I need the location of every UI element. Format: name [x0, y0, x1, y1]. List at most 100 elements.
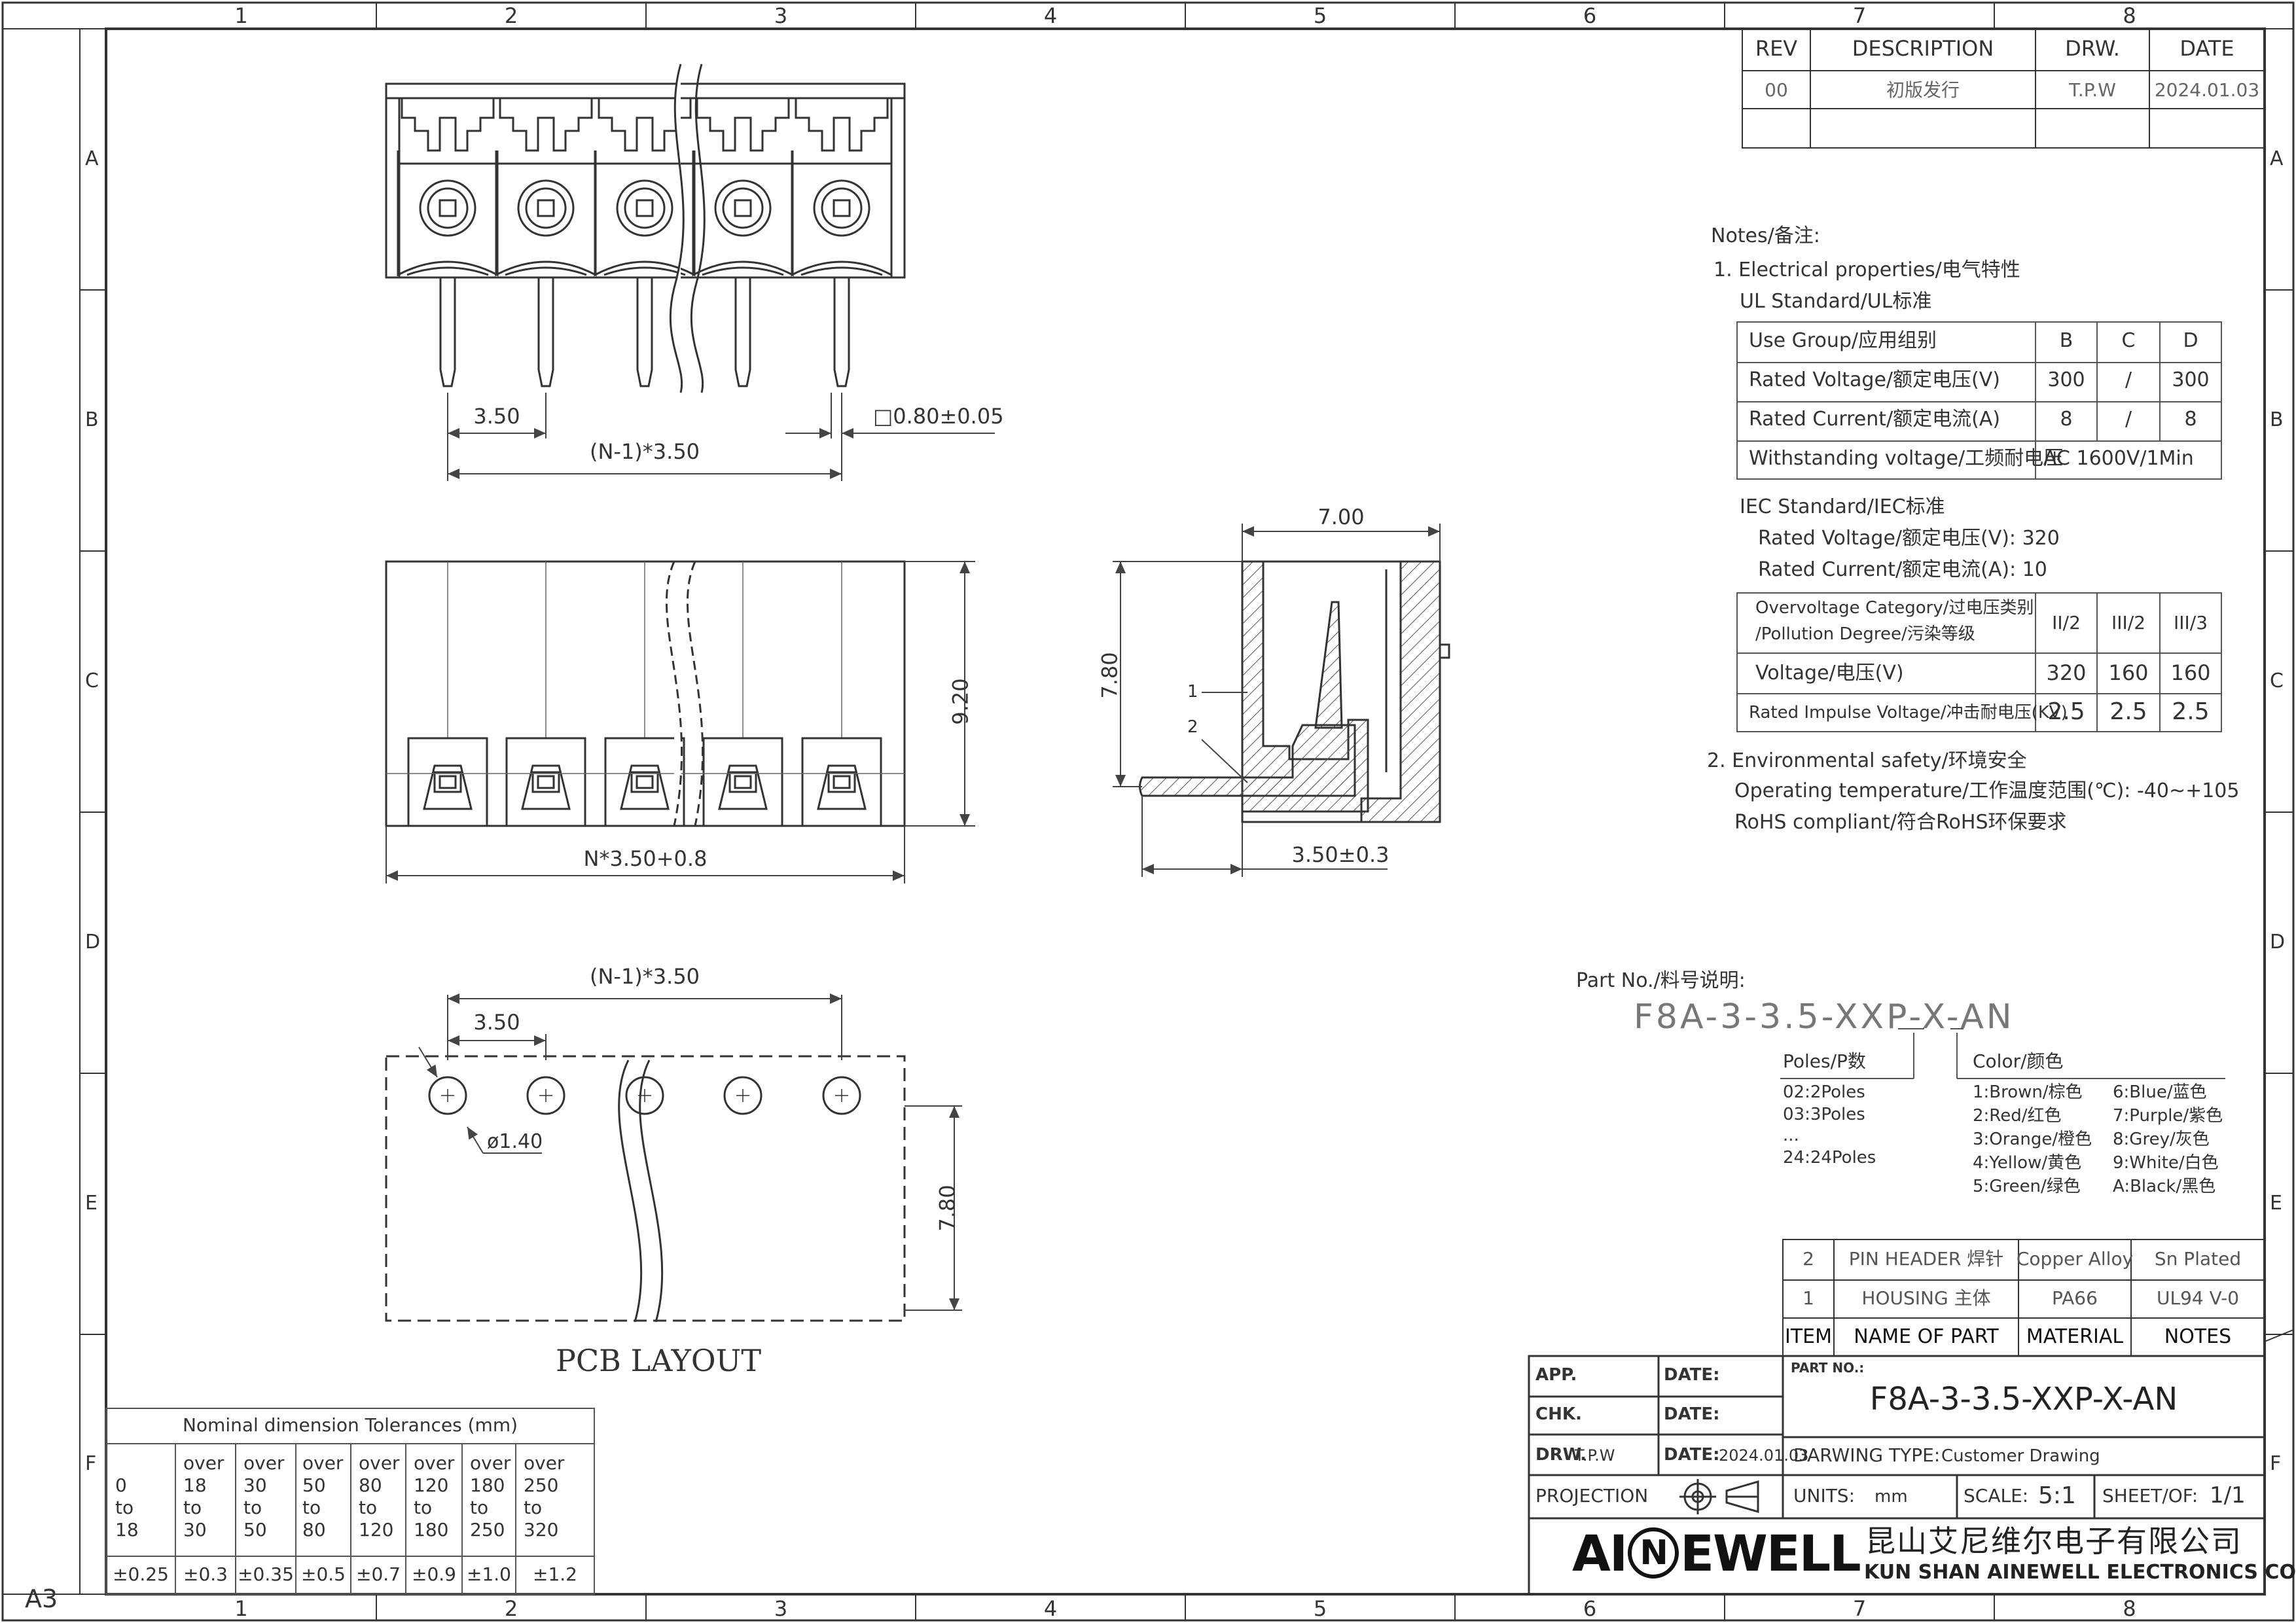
column-label-bottom: 5 [1313, 1596, 1327, 1621]
ul-table-grid [1736, 321, 2222, 480]
revision-cell: 00 [1765, 79, 1788, 101]
iec-row-label: Rated Impulse Voltage/冲击耐电压(KV) [1749, 703, 2068, 722]
column-label-top: 5 [1313, 3, 1327, 28]
screw-outer [813, 179, 870, 237]
side-offset-dimension: 3.50±0.3 [1291, 842, 1390, 867]
revision-cell: 2024.01.03 [2154, 79, 2260, 101]
bom-cell: PIN HEADER 焊针 [1848, 1248, 2004, 1270]
terminal-pole [791, 98, 893, 277]
tolerance-range: 250 [470, 1519, 505, 1541]
chk-label: CHK. [1535, 1404, 1582, 1424]
screw-head [636, 199, 654, 217]
screw-head [734, 199, 752, 217]
row-label-right: D [2270, 930, 2286, 954]
ul-cell: B [2059, 329, 2073, 352]
bom-cell: 2 [1803, 1248, 1814, 1270]
part-no-label: PART NO.: [1791, 1360, 1865, 1376]
pin [833, 277, 850, 387]
pcb-dimensions [418, 993, 962, 1311]
tolerance-range: 18 [183, 1474, 207, 1496]
sheet-size-label: A3 [25, 1584, 58, 1613]
iec-rated-current: Rated Current/额定电流(A): 10 [1758, 558, 2047, 581]
wire-slot [407, 737, 488, 827]
pole-body [495, 151, 597, 277]
tolerance-value: ±0.3 [183, 1563, 228, 1585]
tolerance-range: over [183, 1452, 224, 1474]
bom-table-grid [1782, 1239, 2294, 1357]
hole-outline [526, 1076, 565, 1115]
tolerance-range: 80 [359, 1474, 382, 1496]
hole-diameter-dimension: ø1.40 [487, 1130, 543, 1153]
row-label-right: C [2270, 669, 2284, 692]
slot-outline [801, 737, 882, 827]
part-no-code: F8A-3-3.5-XXP-X-AN [1634, 997, 2015, 1037]
pole-groove [603, 266, 686, 276]
tolerance-title: Nominal dimension Tolerances (mm) [182, 1414, 518, 1436]
tolerance-range: over [470, 1452, 511, 1474]
date-label-drw: DATE: [1664, 1445, 1720, 1465]
company-logo: AI N EWELL [1572, 1524, 1861, 1582]
revision-header: DESCRIPTION [1852, 36, 1994, 61]
screw-outer [616, 179, 673, 237]
app-label: APP. [1535, 1365, 1577, 1385]
logo-text-left: AI [1572, 1524, 1628, 1582]
color-item: 5:Green/绿色 [1973, 1177, 2081, 1196]
color-title: Color/颜色 [1973, 1050, 2064, 1072]
top-view [385, 560, 906, 827]
company-name-en: KUN SHAN AINEWELL ELECTRONICS CO.,LTD [1864, 1561, 2296, 1584]
tolerance-range: to [243, 1497, 262, 1518]
pcb-layout-title: PCB LAYOUT [555, 1343, 762, 1378]
tolerance-range: to [359, 1497, 378, 1518]
iec-cell: 160 [2170, 660, 2211, 685]
tolerance-value: ±0.5 [301, 1563, 346, 1585]
bom-header: NAME OF PART [1854, 1325, 1999, 1348]
wire-slot [801, 737, 882, 827]
pole-latch [795, 98, 889, 152]
ul-row-value: AC 1600V/1Min [2043, 447, 2194, 470]
bom-cell: HOUSING 主体 [1861, 1287, 1991, 1309]
column-label-top: 7 [1852, 3, 1867, 28]
screw-inner [821, 187, 863, 229]
tolerance-value: ±1.2 [533, 1563, 577, 1585]
ul-cell: D [2183, 329, 2198, 352]
tolerance-range: to [414, 1497, 433, 1518]
pcb-hole [625, 1076, 664, 1115]
screw-outer [517, 179, 575, 237]
tolerance-range: 120 [414, 1474, 449, 1496]
ul-row-label: Withstanding voltage/工频耐电压 [1749, 447, 2064, 470]
slot-inner [833, 775, 851, 789]
ul-cell: 300 [2172, 368, 2210, 391]
ul-cell: / [2125, 368, 2132, 391]
column-label-top: 1 [234, 3, 248, 28]
tolerance-value: ±1.0 [467, 1563, 511, 1585]
pole-body [397, 151, 499, 277]
slot-funnel [620, 764, 670, 810]
tolerance-range: 250 [524, 1474, 559, 1496]
poles-item: 02:2Poles [1783, 1082, 1865, 1102]
bom-header: NOTES [2164, 1325, 2232, 1348]
poles-title: Poles/P数 [1783, 1050, 1866, 1072]
revision-header: DATE [2179, 36, 2234, 61]
poles-item: 24:24Poles [1783, 1148, 1876, 1168]
screw-inner [722, 187, 764, 229]
ul-cell: 8 [2060, 408, 2073, 431]
row-label-left: D [85, 930, 101, 954]
slot-outline [702, 737, 783, 827]
column-label-bottom: 8 [2123, 1596, 2136, 1621]
pin [537, 277, 554, 387]
tolerance-range: over [359, 1452, 400, 1474]
slot-funnel [817, 764, 867, 810]
iec-cell: 160 [2108, 660, 2149, 685]
column-label-bottom: 3 [774, 1596, 788, 1621]
iec-table-grid [1736, 592, 2222, 732]
ul-row-label: Use Group/应用组别 [1749, 329, 1937, 352]
pole-groove [702, 266, 784, 276]
tolerance-range: 50 [243, 1519, 267, 1541]
tolerance-table-grid [105, 1408, 595, 1595]
ul-cell: 8 [2184, 408, 2197, 431]
front-dimensions [447, 393, 995, 481]
iec-cell: II/2 [2052, 612, 2081, 633]
pole-groove [505, 266, 587, 276]
